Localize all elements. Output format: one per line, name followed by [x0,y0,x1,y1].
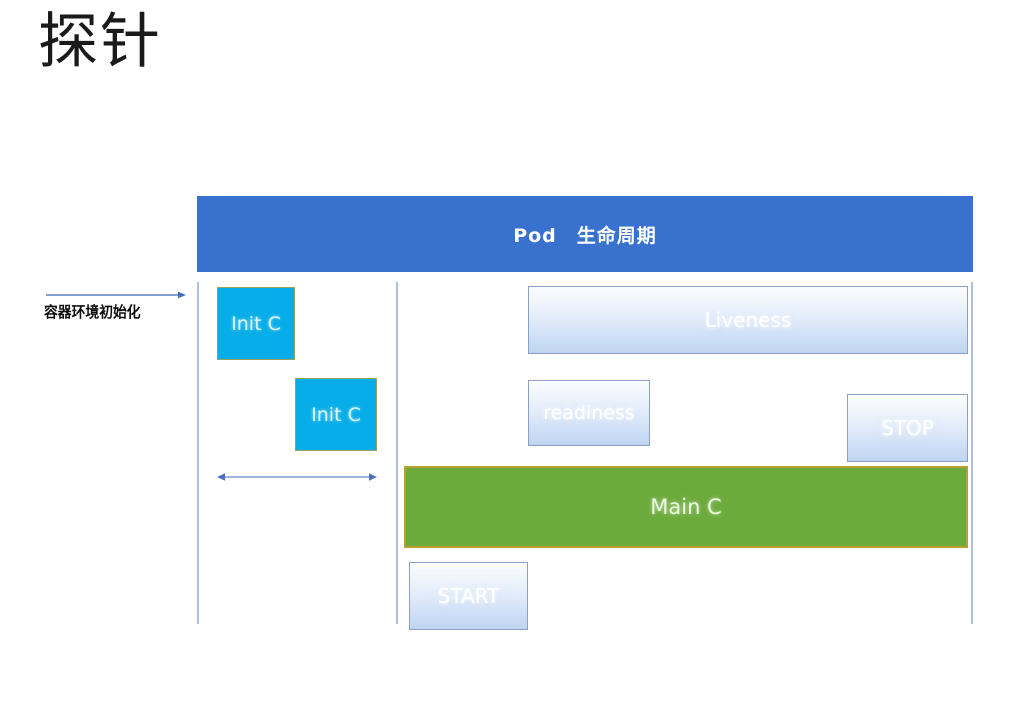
init-container-label-1: Init C [231,312,281,335]
double-headed-arrow-icon [217,473,377,481]
pod-lifecycle-header: Pod 生命周期 [197,196,973,272]
rail-left-divider [197,282,199,624]
start-hook-label: START [437,584,500,608]
stop-hook-label: STOP [881,416,934,440]
main-container-box[interactable]: Main C [404,466,968,548]
main-container-label: Main C [650,495,722,519]
pod-lifecycle-header-title: Pod 生命周期 [513,224,657,247]
pod-lifecycle-diagram: Pod 生命周期 Init C Init C Liveness readines… [197,196,973,630]
readiness-probe-box[interactable]: readiness [528,380,650,446]
arrow-right-icon [46,291,186,299]
init-container-box-1[interactable]: Init C [217,287,295,360]
init-container-box-2[interactable]: Init C [295,378,377,451]
liveness-probe-box[interactable]: Liveness [528,286,968,354]
liveness-probe-label: Liveness [704,308,792,332]
rail-middle-divider [396,282,398,624]
init-container-label-2: Init C [311,403,361,426]
init-annotation-label: 容器环境初始化 [44,303,141,321]
start-hook-box[interactable]: START [409,562,528,630]
init-annotation: 容器环境初始化 [36,284,186,330]
page-title: 探针 [38,9,162,75]
rail-right-divider [971,282,973,624]
stop-hook-box[interactable]: STOP [847,394,968,462]
readiness-probe-label: readiness [543,402,635,424]
